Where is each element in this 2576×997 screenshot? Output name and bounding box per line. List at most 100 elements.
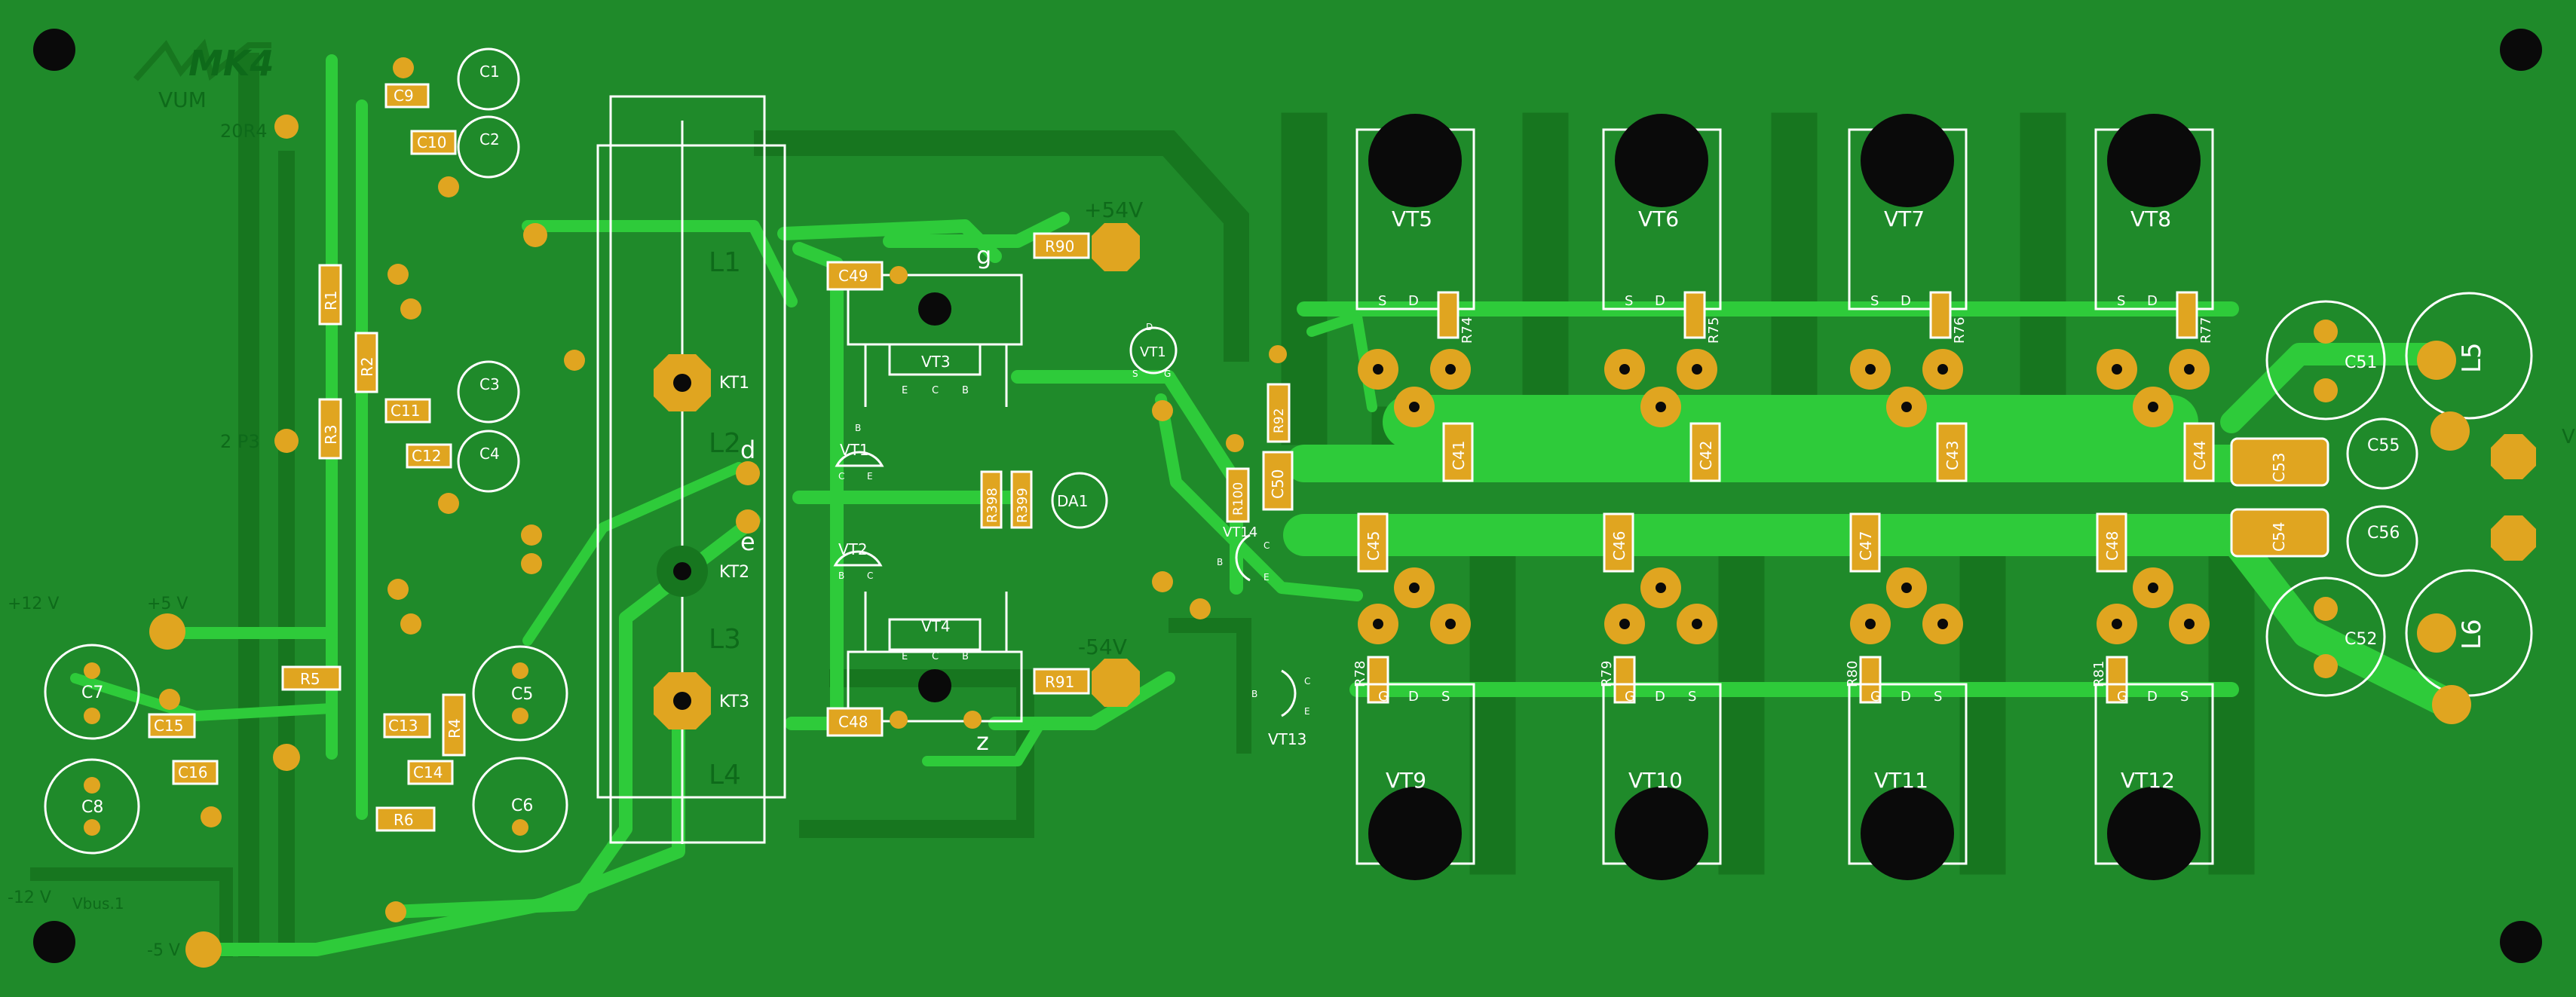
- res-r6: R6: [375, 806, 436, 832]
- pad-out-2: [2491, 515, 2536, 561]
- cap-c47: C47: [1849, 512, 1881, 573]
- res-r100: R100: [1226, 467, 1250, 523]
- mount-hole-tl: [33, 29, 75, 71]
- svg-text:C41: C41: [1450, 441, 1468, 470]
- cap-c45: C45: [1357, 512, 1389, 573]
- svg-text:R4: R4: [446, 718, 464, 739]
- svg-text:E: E: [1263, 572, 1270, 583]
- svg-text:R91: R91: [1045, 673, 1074, 691]
- res-r75: R75: [1683, 291, 1722, 344]
- svg-text:R81: R81: [2091, 661, 2107, 687]
- pad-out-1: [2491, 434, 2536, 479]
- svg-text:G: G: [1625, 689, 1635, 705]
- transistor-vt1-small: VT1 D S G: [1129, 322, 1178, 379]
- silk-20r4: 20R4: [220, 121, 267, 142]
- cap-c54: C54: [2230, 508, 2329, 558]
- svg-text:C55: C55: [2367, 436, 2400, 455]
- svg-text:DA1: DA1: [1057, 492, 1088, 510]
- svg-text:C52: C52: [2345, 630, 2377, 649]
- svg-text:D: D: [1408, 689, 1419, 705]
- res-r399: R399: [1010, 470, 1033, 529]
- resistors-left: R1 R2 R3 R4 R5 R6: [281, 264, 466, 832]
- svg-text:C4: C4: [479, 445, 500, 463]
- cap-c1: C1: [457, 47, 520, 111]
- svg-text:C10: C10: [417, 133, 446, 151]
- transistor-vt1: VT1 B C E: [835, 423, 884, 482]
- svg-text:S: S: [1441, 689, 1450, 705]
- cap-c55: C55: [2346, 417, 2418, 490]
- res-r90: R90: [1033, 232, 1090, 259]
- svg-text:C49: C49: [838, 267, 868, 285]
- svg-text:D: D: [2147, 293, 2158, 309]
- svg-text:C12: C12: [412, 447, 441, 465]
- mounting-holes: [33, 29, 2542, 963]
- cap-c41: C41: [1442, 422, 1474, 482]
- fet-vt10: VT10: [1602, 683, 1722, 880]
- connector-kt1: KT1: [654, 354, 749, 411]
- res-r92: R92: [1267, 383, 1291, 443]
- connector-kt3: KT3: [654, 672, 749, 729]
- svg-text:R5: R5: [300, 670, 320, 688]
- rail-pos12: +12 V: [8, 595, 59, 613]
- connector-outline-inner: [596, 144, 786, 799]
- svg-text:VT10: VT10: [1628, 768, 1683, 793]
- svg-text:C48: C48: [2103, 531, 2121, 561]
- cap-c14: C14: [407, 760, 454, 785]
- svg-text:R75: R75: [1706, 317, 1722, 344]
- cap-c44: C44: [2183, 422, 2215, 482]
- res-r1: R1: [318, 264, 342, 326]
- mount-hole-bl: [33, 921, 75, 963]
- driver-section: VT3 E C B VT4 E C B VT1 B C E VT2 B C: [826, 223, 1310, 748]
- svg-text:R78: R78: [1352, 661, 1368, 687]
- svg-text:C43: C43: [1943, 441, 1962, 470]
- svg-text:VT4: VT4: [921, 617, 951, 635]
- smd-caps-left: C9 C10 C11 C12 C13 C14 C15 C16: [148, 83, 457, 785]
- logo-mark-shape: [133, 38, 271, 81]
- svg-text:L6: L6: [2457, 619, 2487, 650]
- inductor-l5: L5: [2405, 292, 2533, 420]
- svg-text:C6: C6: [511, 797, 533, 815]
- svg-text:C: C: [932, 385, 939, 396]
- svg-text:VT11: VT11: [1874, 768, 1928, 793]
- svg-text:VT3: VT3: [921, 353, 951, 371]
- fet-vt12: VT12: [2094, 683, 2214, 880]
- svg-text:C42: C42: [1697, 441, 1715, 470]
- connector-block: KT1 KT2 KT3 L1 L2 L3 L4: [596, 95, 786, 844]
- silk-vbus: Vbus.1: [72, 895, 124, 913]
- svg-text:L2: L2: [709, 428, 741, 459]
- fet-vt11: VT11: [1848, 683, 1968, 880]
- res-r81: R81: [2091, 656, 2128, 704]
- cap-c11: C11: [384, 398, 431, 424]
- cap-c8: C8: [44, 758, 140, 855]
- rail-neg54: -54V: [1078, 635, 1127, 659]
- res-r5: R5: [281, 665, 342, 691]
- svg-text:C14: C14: [413, 763, 443, 781]
- svg-text:C13: C13: [388, 717, 418, 735]
- svg-text:B: B: [962, 651, 969, 662]
- net-d: d: [740, 436, 755, 464]
- svg-text:S: S: [1625, 293, 1633, 309]
- res-r4: R4: [442, 693, 466, 757]
- svg-text:E: E: [1304, 706, 1310, 717]
- cap-c48: C48: [2096, 512, 2127, 573]
- fets-bottom-pads: [1358, 567, 2210, 644]
- pad-pos54: [1092, 223, 1140, 271]
- res-r398: R398: [980, 470, 1003, 529]
- cap-c50: C50: [1262, 451, 1294, 511]
- svg-text:B: B: [962, 385, 969, 396]
- svg-text:C44: C44: [2191, 441, 2209, 470]
- svg-text:C16: C16: [178, 763, 207, 781]
- svg-text:S: S: [1132, 369, 1138, 379]
- svg-text:C: C: [867, 570, 873, 581]
- transistor-vt4: VT4 E C B: [847, 592, 1023, 723]
- mid-caps-top: C41 C42 C43 C44: [1442, 422, 2215, 482]
- cap-c7: C7: [44, 644, 140, 740]
- svg-text:R90: R90: [1045, 237, 1074, 255]
- fets-top: VT5 VT6 VT7 VT8: [1355, 114, 2214, 310]
- cap-c13: C13: [383, 713, 431, 739]
- gate-res-top: R74 R75 R76 R77: [1437, 291, 2214, 344]
- svg-text:R6: R6: [394, 811, 414, 829]
- output-section: C51 C52 C53 C54 C55 C56 L5 L6: [2230, 292, 2536, 724]
